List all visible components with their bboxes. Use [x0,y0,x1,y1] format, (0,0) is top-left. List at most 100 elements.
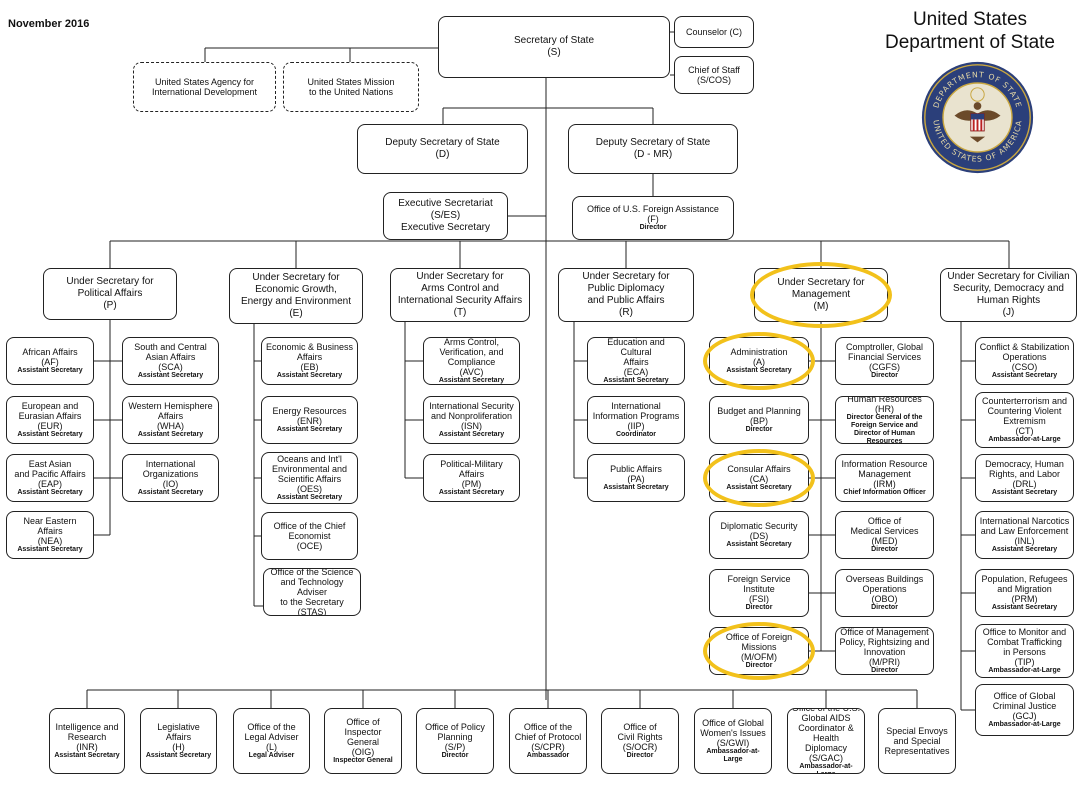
org-box-exec-sec: Executive Secretariat(S/ES)Executive Sec… [383,192,508,240]
office-code: (BP) [750,416,768,426]
org-box-ca: Consular Affairs(CA)Assistant Secretary [709,454,809,502]
office-name: Criminal Justice [992,701,1057,711]
office-name: International [145,459,196,469]
office-head-title: Ambassador-at-Large [799,763,853,773]
office-code: (S/GWI) [716,738,750,748]
office-name: Democracy, Human [985,459,1064,469]
office-code: (H) [172,742,185,752]
org-box-pa: Public Affairs(PA)Assistant Secretary [587,454,685,502]
office-code: (OIG) [351,747,375,757]
office-code: (MED) [871,536,898,546]
office-name: Planning [437,732,473,742]
office-name: Office of Global [993,691,1056,701]
office-name: Management [791,289,851,300]
office-name: Environmental and [271,464,348,474]
office-head-title: Director [871,546,898,553]
org-box-counselor: Counselor (C) [674,16,754,48]
office-name: Civil Rights [617,732,663,742]
office-name: Operations [1002,352,1047,362]
office-name: Office of the [523,722,573,732]
office-head-title: Director [745,662,773,669]
org-box-nea: Near Eastern Affairs(NEA)Assistant Secre… [6,511,94,559]
office-code: (D) [435,149,450,160]
office-name: Administration [730,347,788,357]
office-name: Office of Foreign [725,632,793,642]
office-code: (DS) [749,531,769,541]
office-code: (S/P) [444,742,466,752]
office-code: (IRM) [873,479,896,489]
office-name: Compliance [447,357,496,367]
office-head-title: Ambassador-at-Large [988,436,1061,443]
office-name: Office to Monitor and [982,627,1067,637]
office-name: Overseas Buildings [845,574,924,584]
office-name: Economic Growth, [255,284,337,295]
office-code: (GCJ) [1012,711,1037,721]
office-name: Foreign Service [727,574,791,584]
office-name: Special Envoys [886,726,948,736]
office-head-title: Assistant Secretary [54,752,120,759]
office-name: Counselor (C) [685,27,743,37]
office-name: Energy and Environment [240,296,352,307]
office-name: General [346,737,380,747]
office-name: Deputy Secretary of State [595,137,711,148]
office-name: Countering Violent [987,406,1062,416]
office-code: (INL) [1014,536,1035,546]
department-title: United States Department of State [884,9,1056,53]
office-name: International [611,401,661,411]
office-name: European and [21,401,79,411]
office-name: Office of U.S. Foreign Assistance [587,204,719,214]
office-name: Affairs [623,357,649,367]
office-name: Health Diplomacy [804,733,847,753]
office-name: Under Secretary for [416,271,504,282]
office-name: Office of [867,516,902,526]
office-code: (HR) [875,404,894,414]
office-head-title: Director [745,426,773,433]
office-name: Institute [743,584,775,594]
office-name: Office of Global [702,718,764,728]
office-code: (CSO) [1011,362,1038,372]
office-name: Combat Trafficking [987,637,1062,647]
office-head-title: Assistant Secretary [991,372,1058,379]
office-head-title: Legal Adviser [248,752,295,759]
office-head-title: Assistant Secretary [603,484,669,491]
office-head-title: Assistant Secretary [726,541,792,548]
office-head-title: Assistant Secretary [137,431,204,438]
office-name: Research [67,732,107,742]
office-name: Rights, and Labor [988,469,1061,479]
office-name: and Nonproliferation [430,411,513,421]
office-code: (L) [266,742,277,752]
office-name: Organizations [142,469,199,479]
org-box-bp: Budget and Planning(BP)Director [709,396,809,444]
office-head-title: Assistant Secretary [17,489,83,496]
office-name: Budget and Planning [717,406,801,416]
office-code: (TIP) [1014,657,1035,667]
office-head-title: Director [639,224,667,231]
office-name: Representatives [884,746,950,756]
office-head-title: Director General of the Foreign Service … [846,414,923,444]
office-name: Comptroller, Global [845,342,924,352]
office-name: Arms Control and [421,283,499,294]
office-name: Secretary of State [513,35,595,46]
office-code: (PM) [461,479,482,489]
office-head-title: Director [871,604,898,611]
office-name: Diplomatic Security [720,521,798,531]
office-code: (IIP) [627,421,645,431]
office-name: Political Affairs [77,288,143,299]
office-name: and Pacific Affairs [14,469,86,479]
office-name: Political-Military Affairs [440,459,503,479]
office-name: Management [858,469,911,479]
office-name: and Law Enforcement [980,526,1069,536]
office-name: and Technology Adviser [280,577,344,597]
org-box-deputy-d: Deputy Secretary of State(D) [357,124,528,174]
